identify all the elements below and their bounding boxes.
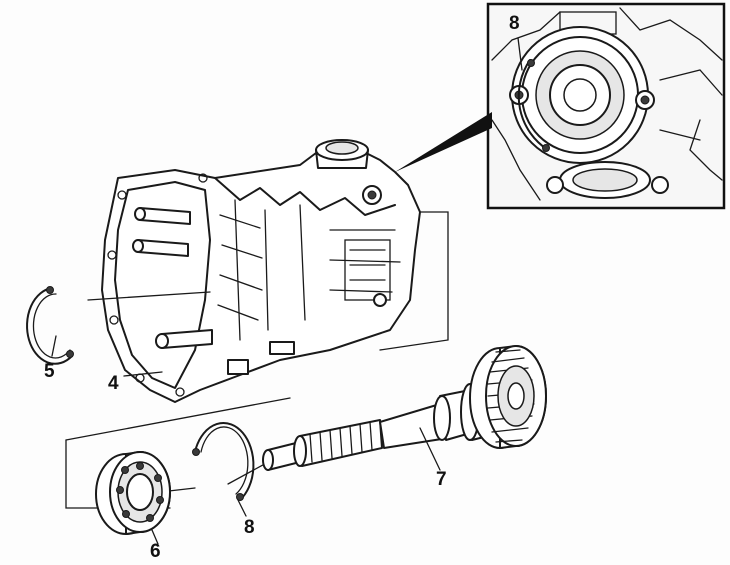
- ring-callout-8: 8: [244, 517, 255, 538]
- ball-bearing: [95, 451, 171, 545]
- inset-detail: [486, 2, 726, 210]
- shaft-leader-line: [419, 427, 441, 471]
- input-shaft: [262, 345, 547, 471]
- bearing-leader-line: [151, 529, 159, 545]
- housing-leader-line: [123, 371, 163, 377]
- circlip-callout-5: 5: [44, 361, 55, 382]
- circlip-5: [26, 286, 211, 365]
- snap-ring: [192, 421, 255, 517]
- transmission-housing: [101, 139, 421, 403]
- housing-callout-4: 4: [108, 373, 119, 394]
- shaft-callout-7: 7: [436, 469, 447, 490]
- inset-leader-line: [517, 37, 523, 71]
- ring-leader-line: [237, 499, 247, 517]
- bearing-callout-6: 6: [150, 541, 161, 562]
- inset-callout-8: 8: [509, 13, 520, 34]
- inset-pointer: [395, 112, 492, 172]
- circlip-leader-line: [51, 335, 57, 357]
